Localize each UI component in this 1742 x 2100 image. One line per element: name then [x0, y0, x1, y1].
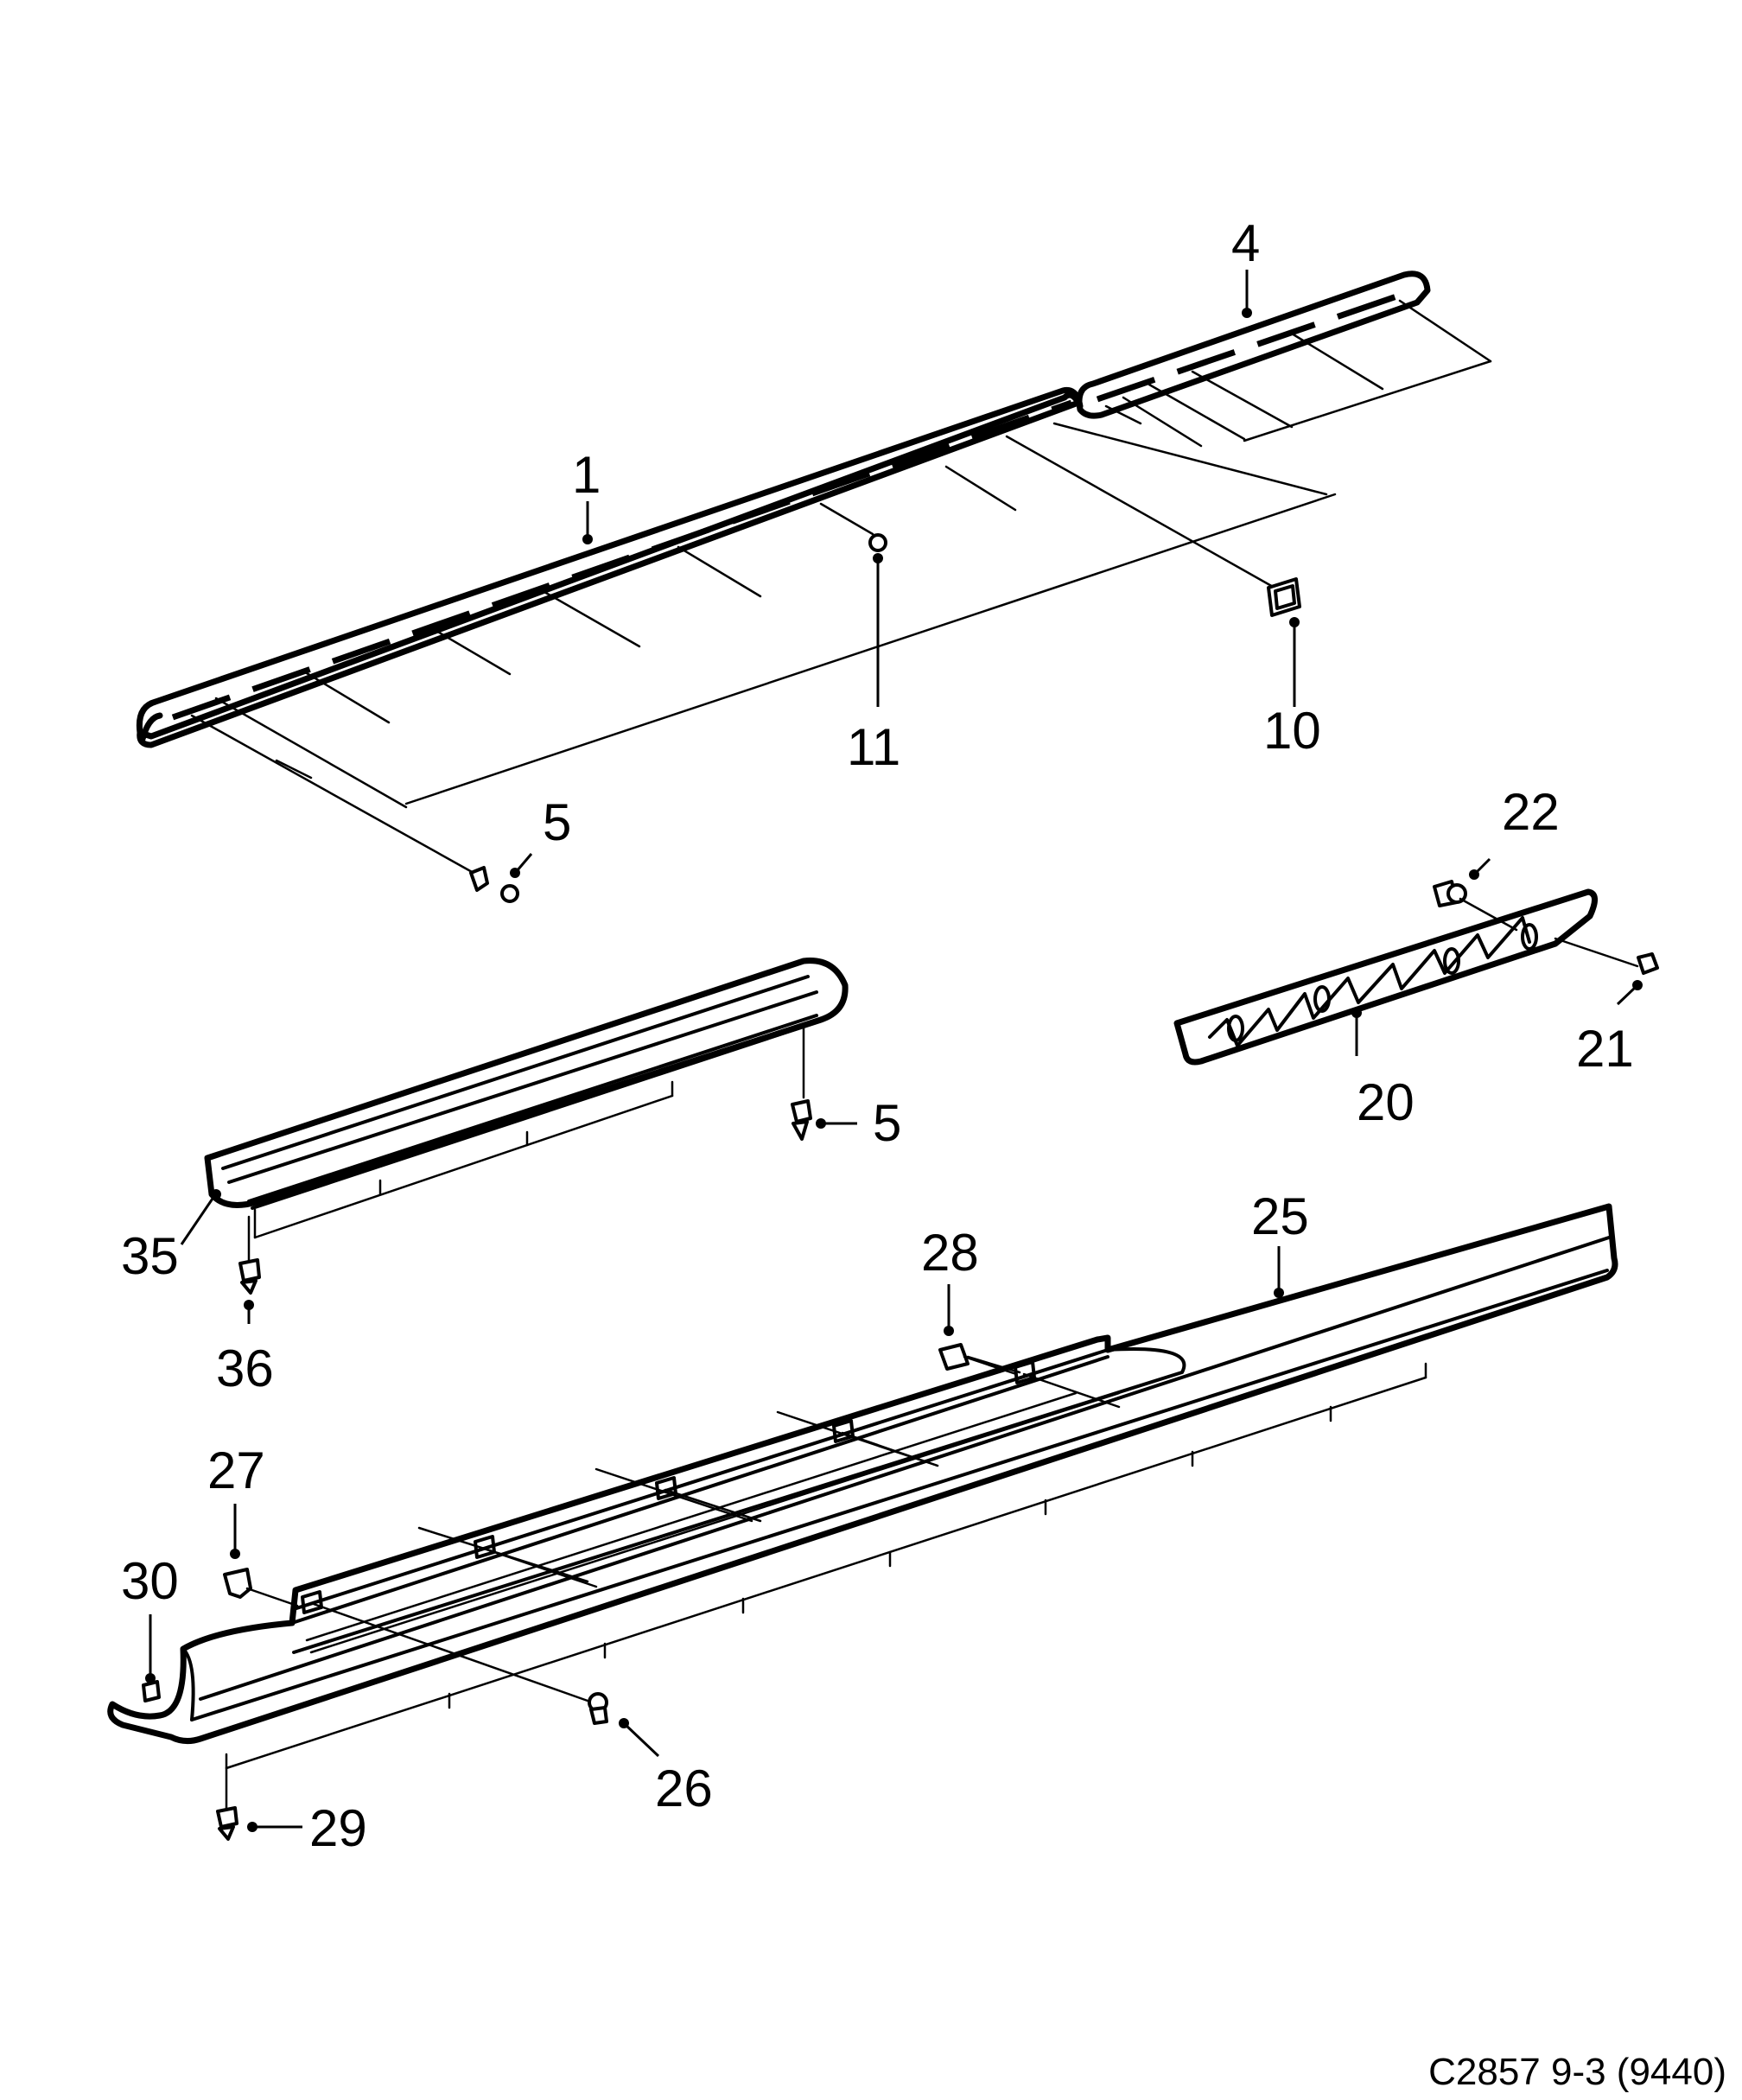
clip-part-28	[938, 1343, 1018, 1376]
nut-part-11	[868, 533, 887, 552]
square-clip-part-10	[1267, 577, 1301, 617]
callout-10: 10	[1263, 702, 1321, 760]
callout-20: 20	[1357, 1073, 1415, 1131]
clip-part-29	[216, 1806, 238, 1841]
figure-caption: C2857 9-3 (9440)	[1428, 2051, 1726, 2093]
front-sill-cover-part-35	[204, 958, 849, 1239]
leader-lines	[145, 270, 1643, 1832]
clip-part-27	[223, 1568, 299, 1607]
callout-5-top: 5	[543, 793, 571, 851]
callout-21: 21	[1576, 1020, 1634, 1078]
callout-11: 11	[847, 718, 900, 776]
callout-25: 25	[1251, 1187, 1309, 1245]
callout-4: 4	[1231, 214, 1260, 272]
callout-36: 36	[216, 1340, 274, 1397]
clip-part-26	[588, 1692, 608, 1725]
sill-moulding-part-4	[1076, 270, 1492, 448]
callout-22: 22	[1502, 783, 1560, 841]
callout-28: 28	[921, 1224, 979, 1282]
clip-part-36	[238, 1215, 261, 1295]
callout-26: 26	[655, 1760, 713, 1817]
callout-5-middle: 5	[873, 1094, 901, 1152]
bracket-part-20	[1173, 888, 1598, 1066]
callout-30: 30	[121, 1552, 179, 1610]
callout-35: 35	[121, 1227, 179, 1285]
clip-part-21	[1554, 937, 1659, 975]
callout-29: 29	[309, 1799, 367, 1857]
clip-part-22	[1433, 880, 1518, 932]
rocker-panel-part-25	[107, 1203, 1618, 1811]
sill-moulding-part-1	[136, 386, 1337, 875]
clip-part-30	[142, 1680, 161, 1702]
clip-part-5-top	[469, 866, 519, 903]
clip-part-5-middle	[791, 1099, 812, 1141]
callout-1: 1	[572, 446, 601, 504]
callout-27: 27	[207, 1441, 265, 1499]
callout-labels: 1 4 11 10 5 5 35 36 22 21 20 25 28 27 30…	[121, 214, 1634, 1857]
